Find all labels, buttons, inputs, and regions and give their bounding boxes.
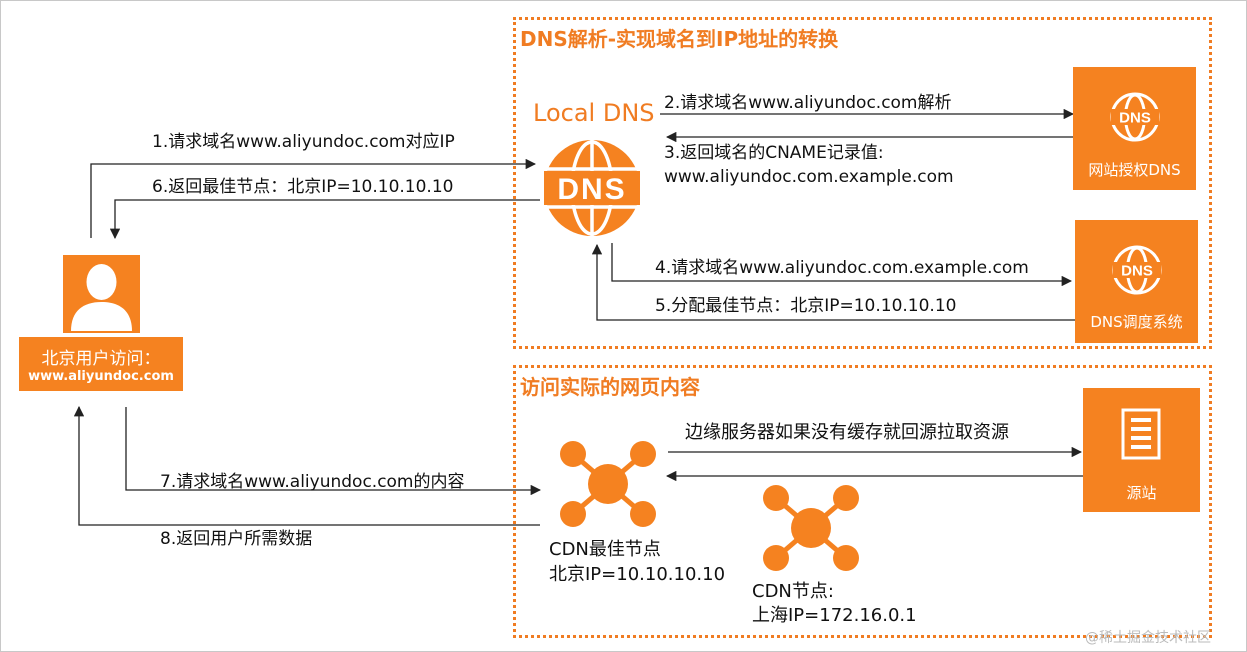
dns-scheduler-icon-text: DNS	[1121, 263, 1153, 280]
dns-scheduler-box: DNS DNS调度系统	[1075, 220, 1198, 343]
origin-server-label: 源站	[1126, 484, 1157, 502]
step-5-label: 5.分配最佳节点：北京IP=10.10.10.10	[655, 296, 957, 316]
arrow-step-8	[73, 405, 540, 526]
content-section-box	[513, 365, 1212, 638]
cdn-node-line1: CDN节点:	[752, 581, 834, 602]
local-dns-globe-icon: DNS	[542, 138, 642, 238]
step-3-label-line1: 3.返回域名的CNAME记录值:	[664, 143, 884, 163]
step-2-label: 2.请求域名www.aliyundoc.com解析	[664, 93, 952, 113]
dns-scheduler-globe-icon: DNS	[1112, 245, 1162, 295]
origin-server-box: 源站	[1083, 388, 1200, 512]
local-dns-title: Local DNS	[533, 99, 655, 127]
watermark: @稀土掘金技术社区	[1085, 630, 1211, 646]
authoritative-dns-box: DNS 网站授权DNS	[1073, 67, 1196, 190]
content-section-title: 访问实际的网页内容	[520, 375, 700, 399]
step-4-label: 4.请求域名www.aliyundoc.com.example.com	[655, 258, 1029, 278]
authoritative-dns-globe-icon: DNS	[1110, 92, 1160, 142]
authoritative-dns-label: 网站授权DNS	[1088, 161, 1181, 179]
authoritative-dns-icon-text: DNS	[1119, 110, 1151, 127]
user-icon	[63, 255, 140, 333]
arrow-step-6	[109, 199, 540, 240]
cdn-best-node-line1: CDN最佳节点	[549, 539, 661, 560]
arrow-step-4	[611, 243, 1073, 287]
cdn-node-icon	[763, 485, 859, 571]
server-icon	[1121, 408, 1161, 460]
step-6-label: 6.返回最佳节点：北京IP=10.10.10.10	[152, 177, 454, 197]
local-dns-icon-text: DNS	[557, 173, 626, 206]
step-7-label: 7.请求域名www.aliyundoc.com的内容	[160, 472, 465, 492]
user-label-line1: 北京用户访问：	[41, 349, 161, 369]
arrow-step-7	[125, 407, 542, 496]
cdn-best-node-icon	[560, 441, 656, 527]
cdn-best-node-line2: 北京IP=10.10.10.10	[549, 564, 726, 585]
step-8-label: 8.返回用户所需数据	[160, 529, 313, 549]
dns-section-title: DNS解析-实现域名到IP地址的转换	[520, 27, 839, 51]
step-1-label: 1.请求域名www.aliyundoc.com对应IP	[152, 132, 455, 152]
origin-fetch-label: 边缘服务器如果没有缓存就回源拉取资源	[685, 422, 1009, 443]
dns-scheduler-label: DNS调度系统	[1090, 313, 1183, 331]
dns-section-box	[513, 17, 1212, 349]
user-label-box: 北京用户访问： www.aliyundoc.com	[19, 337, 183, 391]
user-label-line2: www.aliyundoc.com	[28, 369, 174, 384]
cdn-node-line2: 上海IP=172.16.0.1	[752, 605, 917, 626]
step-3-label-line2: www.aliyundoc.com.example.com	[664, 167, 954, 187]
arrow-step-1	[90, 158, 537, 238]
arrow-step-5	[591, 243, 1075, 321]
